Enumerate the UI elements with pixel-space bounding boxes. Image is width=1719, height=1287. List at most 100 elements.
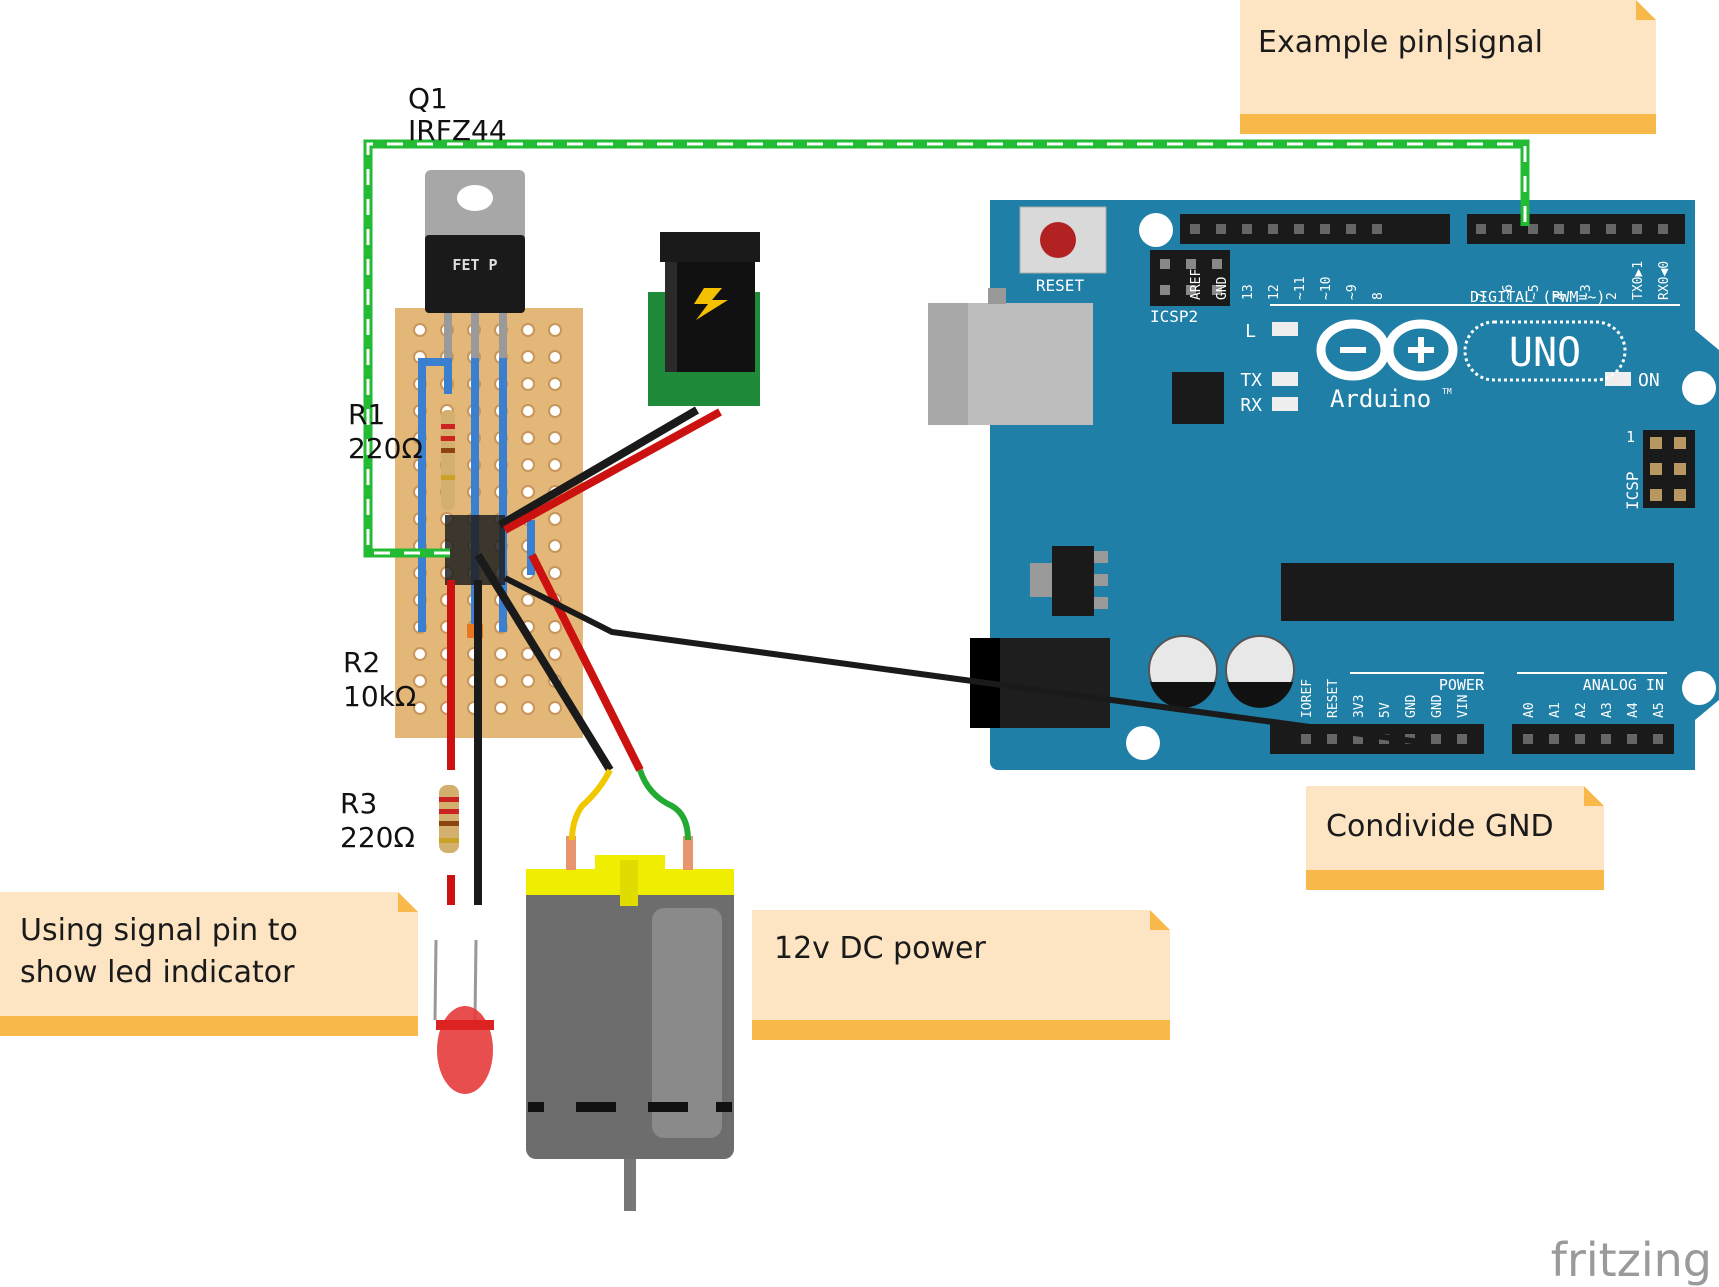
stripboard-hole <box>494 701 508 715</box>
power-pin-label: GND <box>1404 694 1419 718</box>
digital-pin-hole[interactable] <box>1372 224 1382 234</box>
analog-header <box>1512 724 1674 754</box>
dc-power-jack <box>648 232 760 406</box>
stripboard-hole <box>548 539 562 553</box>
copper-strip <box>419 358 452 366</box>
digital-pin-hole[interactable] <box>1632 224 1642 234</box>
analog-pin-label: A2 <box>1574 702 1589 718</box>
digital-pin-label: ~6 <box>1501 284 1516 300</box>
stripboard-hole <box>413 701 427 715</box>
note-example-pin[interactable] <box>1240 0 1656 134</box>
stripboard-hole <box>548 512 562 526</box>
power-pin-hole[interactable] <box>1457 734 1467 744</box>
power-pin-label: 5V <box>1378 702 1393 718</box>
header-socket <box>445 515 505 585</box>
r2-value-label: 10kΩ <box>343 680 416 713</box>
stripboard-hole <box>548 458 562 472</box>
stripboard-hole <box>521 485 535 499</box>
stripboard-hole <box>548 620 562 634</box>
digital-pin-hole[interactable] <box>1294 224 1304 234</box>
digital-pin-hole[interactable] <box>1476 224 1486 234</box>
analog-pin-hole[interactable] <box>1575 734 1585 744</box>
usb-chip <box>1172 372 1224 424</box>
signal-wire <box>363 139 1530 558</box>
digital-pin-hole[interactable] <box>1580 224 1590 234</box>
stripboard-hole <box>548 377 562 391</box>
stripboard-hole <box>521 674 535 688</box>
analog-pin-hole[interactable] <box>1549 734 1559 744</box>
arduino-logo <box>1316 319 1627 382</box>
led-l <box>1272 322 1298 336</box>
led-l-label: L <box>1245 321 1256 342</box>
digital-label: DIGITAL (PWM=~) <box>1470 288 1605 306</box>
digital-pin-hole[interactable] <box>1268 224 1278 234</box>
digital-pin-label: 12 <box>1267 284 1282 300</box>
note-condivide-gnd[interactable] <box>1306 786 1604 890</box>
analog-pin-hole[interactable] <box>1523 734 1533 744</box>
power-pin-label: VIN <box>1456 695 1471 718</box>
digital-pin-hole[interactable] <box>1502 224 1512 234</box>
stripboard-hole <box>548 404 562 418</box>
resistor-r1 <box>441 410 455 510</box>
stripboard-hole <box>413 674 427 688</box>
power-pin-hole[interactable] <box>1431 734 1441 744</box>
stripboard-hole <box>521 323 535 337</box>
note-12v-power[interactable] <box>752 910 1170 1040</box>
led-on-label: ON <box>1638 370 1660 391</box>
digital-pin-hole[interactable] <box>1658 224 1668 234</box>
digital-pin-hole[interactable] <box>1606 224 1616 234</box>
power-label: POWER <box>1439 676 1485 694</box>
note-condivide-text: Condivide GND <box>1326 809 1554 844</box>
r2-ref-label: R2 <box>343 646 380 679</box>
stripboard-hole <box>521 377 535 391</box>
power-pin-label: IOREF <box>1300 679 1315 718</box>
reset-button[interactable] <box>1019 206 1107 274</box>
led-rx <box>1272 397 1298 411</box>
stripboard-hole <box>548 647 562 661</box>
led-rx-label: RX <box>1240 395 1262 416</box>
mounting-hole <box>1139 213 1173 247</box>
analog-pin-hole[interactable] <box>1601 734 1611 744</box>
dc-motor <box>526 836 734 1211</box>
stripboard-hole <box>413 647 427 661</box>
stripboard-hole <box>521 431 535 445</box>
digital-pin-hole[interactable] <box>1320 224 1330 234</box>
digital-pin-hole[interactable] <box>1554 224 1564 234</box>
stripboard-hole <box>548 323 562 337</box>
analog-pin-hole[interactable] <box>1627 734 1637 744</box>
r1-ref-label: R1 <box>348 398 385 431</box>
digital-pin-hole[interactable] <box>1346 224 1356 234</box>
digital-pin-label: ~9 <box>1345 284 1360 300</box>
digital-pin-label: 2 <box>1605 292 1620 300</box>
note-led-indicator[interactable] <box>0 892 418 1036</box>
stripboard-hole <box>521 701 535 715</box>
digital-pin-label: TX0▶1 <box>1631 261 1646 300</box>
capacitor <box>1225 635 1295 708</box>
resistor-r3 <box>439 785 459 853</box>
power-pin-hole[interactable] <box>1353 734 1363 744</box>
r1-value-label: 220Ω <box>348 432 423 465</box>
copper-strip <box>499 358 507 632</box>
digital-pin-hole[interactable] <box>1216 224 1226 234</box>
stripboard-hole <box>521 647 535 661</box>
reset-label: RESET <box>1036 276 1085 295</box>
power-pin-hole[interactable] <box>1301 734 1311 744</box>
digital-pin-hole[interactable] <box>1190 224 1200 234</box>
power-pin-hole[interactable] <box>1327 734 1337 744</box>
analog-pin-hole[interactable] <box>1653 734 1663 744</box>
digital-pin-label: 8 <box>1371 292 1386 300</box>
stripboard-hole <box>521 458 535 472</box>
digital-pin-label: ~3 <box>1579 284 1594 300</box>
icsp2-label: ICSP2 <box>1150 307 1198 326</box>
digital-pin-hole[interactable] <box>1242 224 1252 234</box>
digital-pin-hole[interactable] <box>1528 224 1538 234</box>
analog-pin-label: A4 <box>1626 702 1641 718</box>
note-led-line2: show led indicator <box>20 955 295 990</box>
stripboard-hole <box>413 323 427 337</box>
r3-value-label: 220Ω <box>340 821 415 854</box>
icsp2-header <box>1150 250 1230 306</box>
mosfet-body-label: FET P <box>452 256 497 274</box>
note-led-line1: Using signal pin to <box>20 913 298 948</box>
uno-logo-text: UNO <box>1509 330 1581 376</box>
